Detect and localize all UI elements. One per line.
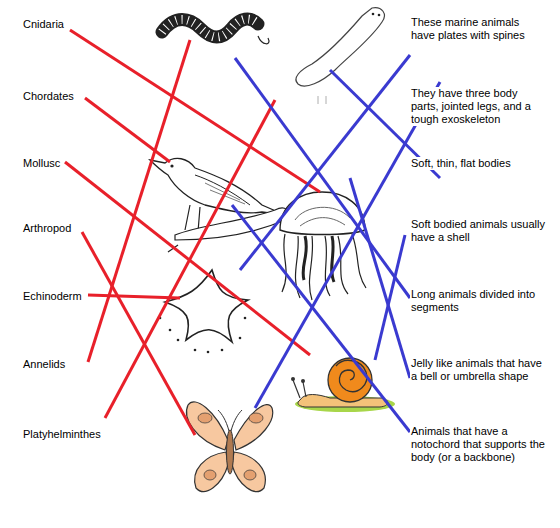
phylum-name: Chordates <box>22 90 75 103</box>
butterfly-picture <box>187 402 273 492</box>
description-text: Long animals divided into segments <box>410 288 547 314</box>
red-answer-lines <box>65 30 320 435</box>
phylum-name: Arthropod <box>22 222 72 235</box>
description-text: These marine animals have plates with sp… <box>410 16 547 42</box>
phylum-name: Echinoderm <box>22 290 83 303</box>
worm-picture <box>162 19 269 44</box>
description-text: Soft bodied animals usually have a shell <box>410 218 547 244</box>
phylum-name: Annelids <box>22 358 66 371</box>
description-text: Jelly like animals that have a bell or u… <box>410 357 547 383</box>
description-text: Soft, thin, flat bodies <box>410 157 547 170</box>
phylum-name: Cnidaria <box>22 18 65 31</box>
blue-answer-lines <box>232 55 440 432</box>
description-text: Animals that have a notochord that suppo… <box>410 425 547 464</box>
flatworm-picture <box>296 8 384 104</box>
description-text: They have three body parts, jointed legs… <box>410 87 547 126</box>
snail-picture <box>291 358 395 412</box>
phylum-name: Mollusc <box>22 157 61 170</box>
starfish-picture <box>159 270 248 353</box>
phylum-name: Platyhelminthes <box>22 428 102 441</box>
